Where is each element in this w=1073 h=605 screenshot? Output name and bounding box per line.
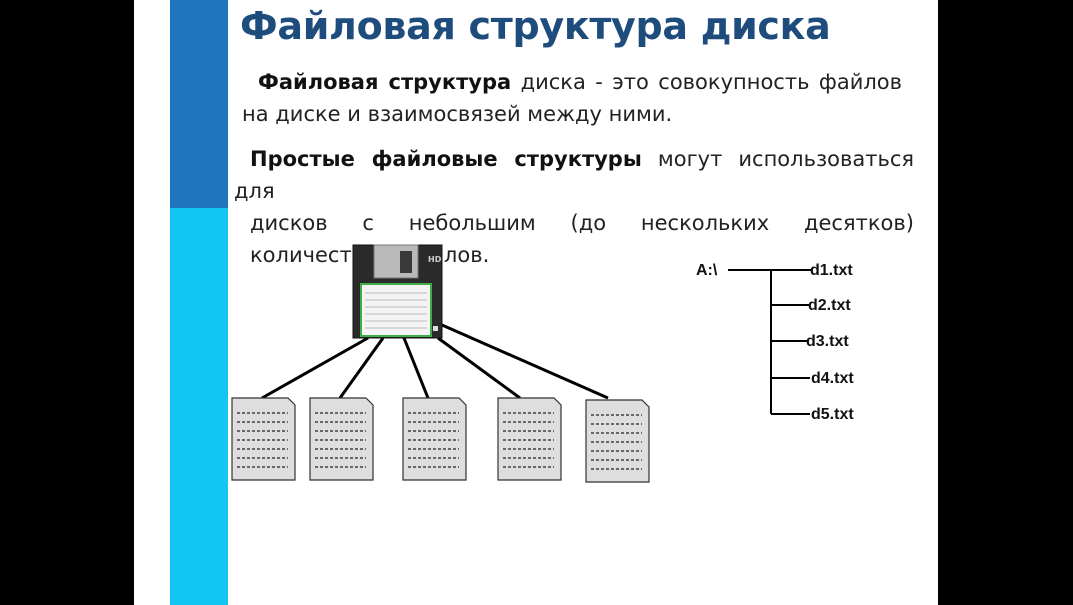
document-icon bbox=[585, 399, 650, 483]
file-label: d4.txt bbox=[811, 370, 854, 387]
file-label: d2.txt bbox=[808, 297, 851, 314]
connector-lines bbox=[261, 323, 609, 400]
slide-title: Файловая структура диска bbox=[240, 4, 831, 48]
connector-line bbox=[402, 337, 430, 399]
document-icon bbox=[497, 397, 562, 481]
file-label: d3.txt bbox=[806, 333, 849, 350]
drive-label: A:\ bbox=[696, 262, 718, 279]
file-structure-diagram: HD bbox=[231, 244, 854, 483]
paragraph-line-1: Простые файловые структуры могут использ… bbox=[234, 143, 914, 207]
document-icon bbox=[309, 397, 374, 481]
file-label: d5.txt bbox=[811, 406, 854, 423]
definition-text: диска - это совокупность файлов на диске… bbox=[242, 70, 902, 126]
simple-structures-term: Простые файловые структуры bbox=[250, 147, 642, 171]
svg-text:HD: HD bbox=[428, 255, 442, 264]
accent-band-light bbox=[170, 208, 228, 605]
simple-structures-paragraph: Простые файловые структуры могут использ… bbox=[234, 143, 914, 271]
definition-term: Файловая структура bbox=[258, 70, 512, 94]
word: дисков bbox=[250, 211, 328, 235]
connector-line bbox=[441, 323, 609, 400]
directory-tree: A:\ d1.txt d2.txt d3.txt d4.txt d5.txt bbox=[696, 262, 854, 423]
paragraph-line-2: дисков с небольшим (до нескольких десятк… bbox=[234, 207, 914, 239]
connector-line bbox=[437, 336, 521, 400]
word: нескольких bbox=[640, 211, 770, 235]
document-icon bbox=[231, 397, 296, 481]
definition-paragraph: Файловая структура диска - это совокупно… bbox=[242, 66, 902, 130]
slide: Файловая структура диска Файловая структ… bbox=[134, 0, 938, 605]
word: небольшим bbox=[408, 211, 536, 235]
document-icon bbox=[402, 397, 467, 481]
word: десятков) bbox=[803, 211, 914, 235]
floppy-disk-icon: HD bbox=[352, 244, 443, 339]
word: с bbox=[362, 211, 374, 235]
file-label: d1.txt bbox=[810, 262, 853, 279]
connector-line bbox=[338, 337, 385, 399]
accent-band-dark bbox=[170, 0, 228, 208]
word: (до bbox=[570, 211, 607, 235]
connector-line bbox=[261, 336, 369, 400]
paragraph-line-1-text: могут использоваться для bbox=[234, 147, 914, 203]
